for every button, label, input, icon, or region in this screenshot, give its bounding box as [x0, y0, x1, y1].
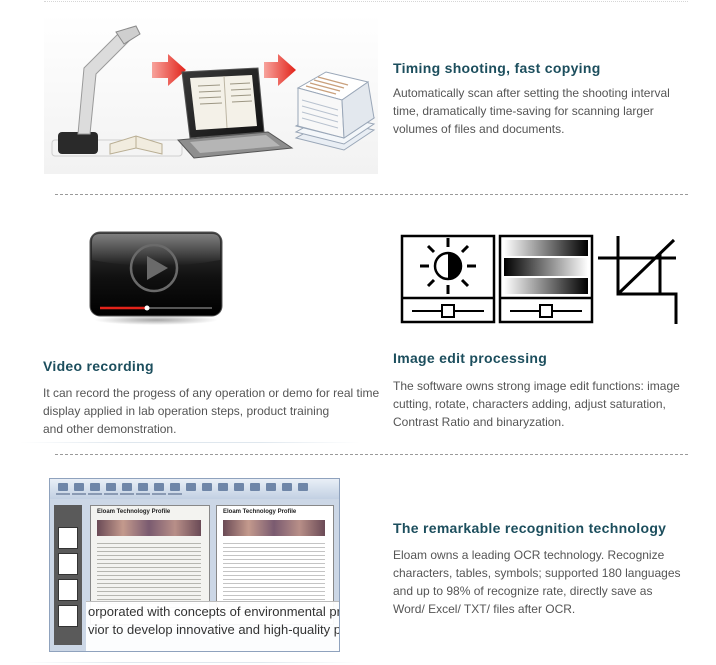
desc-line: cutting, rotate, characters adding, adju…: [393, 397, 666, 411]
feature-title-image-edit: Image edit processing: [393, 350, 548, 366]
brightness-icon: [400, 234, 496, 324]
image-edit-icons: [400, 234, 690, 326]
feature-desc-video-recording: It can record the progess of any operati…: [43, 384, 393, 438]
section-divider: [55, 454, 688, 455]
ocr-underline: [20, 662, 360, 663]
desc-line: characters, tables, symbols; supported 1…: [393, 566, 681, 580]
section-divider: [55, 194, 688, 195]
desc-line: display applied in lab operation steps, …: [43, 404, 330, 418]
contrast-icon: [498, 234, 594, 324]
desc-line: and other demonstration.: [43, 422, 177, 436]
top-rule: [44, 1, 688, 2]
desc-line: and up to 98% of recognize rate, directl…: [393, 584, 653, 598]
toolbar-strip: [50, 479, 339, 499]
feature-title-video-recording: Video recording: [43, 358, 154, 374]
video-underline: [20, 442, 360, 443]
desc-line: It can record the progess of any operati…: [43, 386, 380, 400]
feature-title-recognition: The remarkable recognition technology: [393, 520, 667, 536]
desc-line: time, dramatically time-saving for scann…: [393, 104, 654, 118]
desc-line: The software owns strong image edit func…: [393, 379, 680, 393]
desc-line: Word/ Excel/ TXT/ files after OCR.: [393, 602, 576, 616]
overlay-line-1: orporated with concepts of environmental…: [88, 604, 340, 619]
desc-line: Contrast Ratio and binaryzation.: [393, 415, 565, 429]
feature-desc-image-edit: The software owns strong image edit func…: [393, 377, 703, 431]
scanner-workflow-illustration: [44, 14, 378, 174]
zoomed-text-overlay: orporated with concepts of environmental…: [86, 601, 340, 651]
arrow-1: [152, 54, 186, 86]
desc-line: Automatically scan after setting the sho…: [393, 86, 670, 100]
thumbnail-panel: [54, 505, 82, 645]
desc-line: Eloam owns a leading OCR technology. Rec…: [393, 548, 665, 562]
video-player-icon: [88, 230, 224, 326]
ocr-software-screenshot: Eloam Technology Profile Eloam Technolog…: [49, 478, 340, 652]
doc-title-left: Eloam Technology Profile: [97, 509, 171, 515]
feature-title-timing-shooting: Timing shooting, fast copying: [393, 60, 601, 76]
desc-line: volumes of files and documents.: [393, 122, 565, 136]
doc-title-right: Eloam Technology Profile: [223, 509, 297, 515]
overlay-line-2: vior to develop innovative and high-qual…: [88, 622, 340, 637]
feature-desc-timing-shooting: Automatically scan after setting the sho…: [393, 84, 703, 138]
arrow-2: [264, 54, 296, 86]
crop-icon: [598, 236, 678, 324]
feature-desc-recognition: Eloam owns a leading OCR technology. Rec…: [393, 546, 703, 618]
